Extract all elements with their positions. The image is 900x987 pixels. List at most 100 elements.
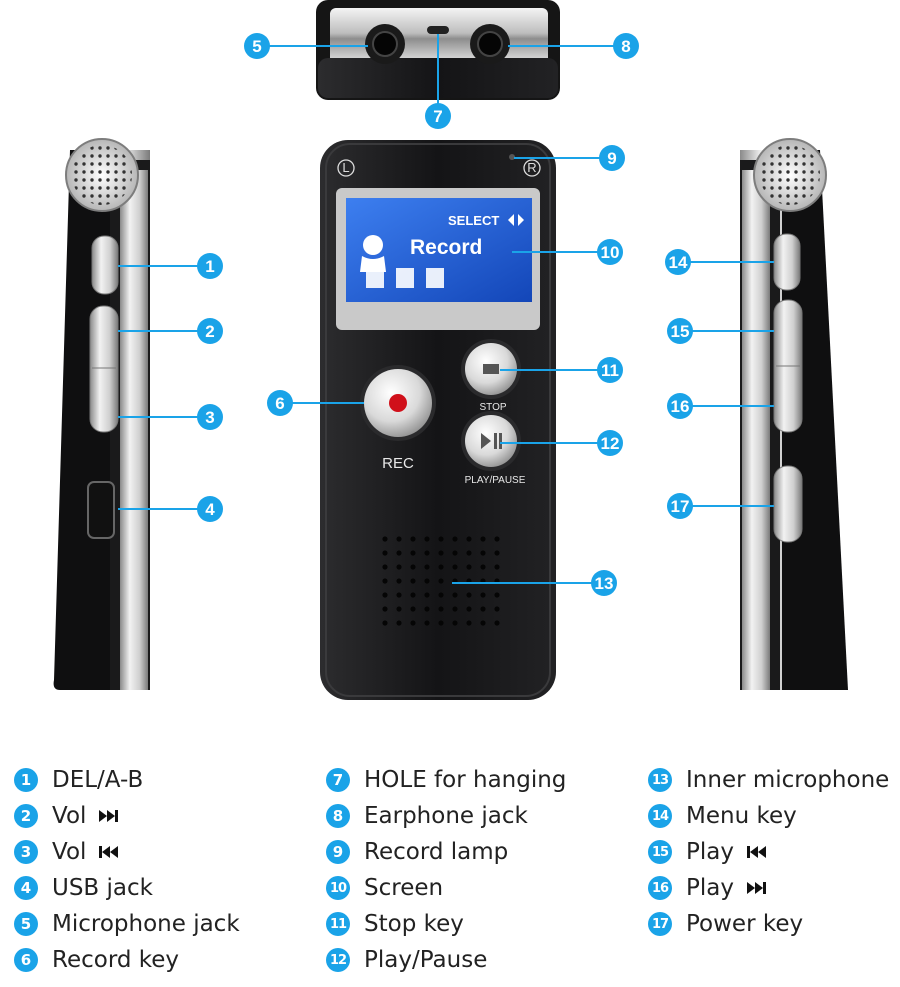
callout-9: 9	[514, 145, 625, 171]
callout-number: 11	[601, 361, 619, 380]
callout-number: 2	[205, 322, 214, 341]
callout-number: 14	[669, 253, 688, 272]
legend-label: HOLE for hanging	[364, 767, 567, 793]
callout-6: 6	[267, 390, 364, 416]
legend-number-badge: 8	[326, 804, 350, 828]
legend-item: 7 HOLE for hanging	[326, 762, 566, 798]
legend-number-badge: 11	[326, 912, 350, 936]
legend-number-badge: 13	[648, 768, 672, 792]
right-arrow-icon	[518, 214, 524, 226]
callout-number: 10	[601, 243, 620, 262]
legend-label: Menu key	[686, 803, 797, 829]
legend-item: 16 Play	[648, 870, 889, 906]
callout-15: 15	[667, 318, 774, 344]
callout-16: 16	[667, 393, 774, 419]
legend-label: Vol	[52, 803, 87, 829]
play-pause-button	[461, 411, 521, 471]
stop-label: STOP	[479, 402, 506, 413]
callout-badge	[613, 33, 639, 59]
legend-number-badge: 16	[648, 876, 672, 900]
callout-badge	[665, 249, 691, 275]
callout-number: 12	[601, 434, 620, 453]
earphone-jack	[470, 24, 510, 64]
legend-label: Play	[686, 875, 734, 901]
legend-item: 17 Power key	[648, 906, 889, 942]
legend-label: Vol	[52, 839, 87, 865]
menu-button	[773, 233, 801, 291]
legend-number-badge: 10	[326, 876, 350, 900]
top-view	[316, 0, 560, 100]
legend-label: Play/Pause	[364, 947, 488, 973]
legend-number-badge: 5	[14, 912, 38, 936]
microphone-jack	[365, 24, 405, 64]
callout-number: 15	[671, 322, 690, 341]
legend-number-badge: 15	[648, 840, 672, 864]
callout-13: 13	[452, 570, 617, 596]
rewind-icon	[746, 845, 768, 859]
callout-number: 4	[205, 500, 215, 519]
callout-17: 17	[667, 493, 774, 519]
callout-7: 7	[425, 34, 451, 129]
power-switch	[773, 465, 803, 543]
callout-number: 1	[205, 257, 214, 276]
callout-badge	[591, 570, 617, 596]
callout-badge	[667, 318, 693, 344]
record-lamp	[509, 154, 515, 160]
music-note-icon	[366, 268, 384, 288]
legend-label: Record lamp	[364, 839, 509, 865]
callout-3: 3	[118, 404, 223, 430]
left-side-view	[53, 138, 150, 690]
callout-number: 9	[607, 149, 616, 168]
callout-14: 14	[665, 249, 774, 275]
callout-5: 5	[244, 33, 368, 59]
rewind-icon	[98, 845, 120, 859]
right-channel-mark: R	[527, 160, 536, 175]
callout-10: 10	[512, 239, 623, 265]
play-pause-label: PLAY/PAUSE	[465, 475, 526, 486]
callout-number: 5	[252, 37, 261, 56]
left-channel-mark: L	[342, 160, 349, 175]
screen-record-text: Record	[410, 236, 482, 259]
right-side-view	[740, 138, 848, 690]
callout-badge	[197, 496, 223, 522]
usb-port	[87, 481, 115, 539]
callout-badge	[197, 253, 223, 279]
legend-number-badge: 7	[326, 768, 350, 792]
del-ab-button	[91, 235, 119, 295]
legend-label: Power key	[686, 911, 804, 937]
callout-number: 16	[671, 397, 690, 416]
callout-number: 7	[433, 107, 442, 126]
legend-label: DEL/A-B	[52, 767, 144, 793]
legend-label: Inner microphone	[686, 767, 890, 793]
front-view: L R SELECT Record REC STOP	[320, 140, 556, 700]
folder-icon	[396, 268, 414, 288]
legend-number-badge: 17	[648, 912, 672, 936]
callout-8: 8	[508, 33, 639, 59]
callout-number: 6	[275, 394, 284, 413]
callout-badge	[599, 145, 625, 171]
legend-label: Stop key	[364, 911, 464, 937]
legend-number-badge: 6	[14, 948, 38, 972]
fast-forward-icon	[98, 809, 120, 823]
legend-number-badge: 3	[14, 840, 38, 864]
screen-select-text: SELECT	[448, 213, 499, 228]
rec-label: REC	[382, 455, 414, 472]
callout-12: 12	[500, 430, 623, 456]
record-button	[360, 365, 436, 441]
callout-number: 13	[595, 574, 614, 593]
